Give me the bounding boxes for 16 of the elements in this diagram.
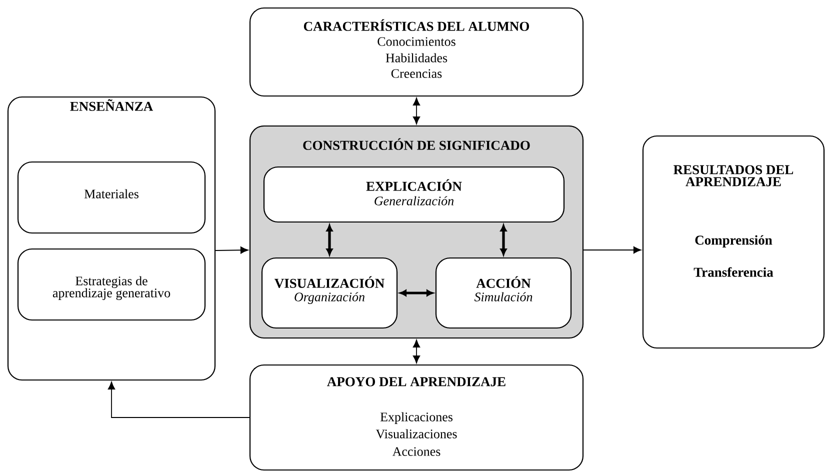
arrow bbox=[412, 340, 420, 364]
arrow bbox=[326, 224, 333, 256]
rounded-box: Materiales bbox=[17, 161, 206, 234]
arrow bbox=[108, 382, 250, 418]
rounded-box: CARACTERÍSTICAS DEL ALUMNO Conocimientos Habilidades Creencias bbox=[249, 7, 584, 97]
arrow bbox=[583, 246, 642, 254]
rounded-box: ACCIÓN Simulación bbox=[435, 257, 572, 329]
rounded-box: RESULTADOS DEL APRENDIZAJE Comprensión Transferencia bbox=[642, 135, 825, 349]
arrow bbox=[400, 290, 434, 296]
rounded-box: VISUALIZACIÓN Organización bbox=[261, 257, 398, 329]
rounded-box: EXPLICACIÓN Generalización bbox=[263, 166, 565, 223]
arrow bbox=[500, 224, 507, 256]
arrow bbox=[412, 98, 420, 124]
rounded-box: Estrategias de aprendizaje generativo bbox=[17, 248, 206, 321]
arrow bbox=[215, 246, 248, 254]
rounded-box: APOYO DEL APRENDIZAJE Explicaciones Visualizaciones Acciones bbox=[249, 364, 584, 471]
